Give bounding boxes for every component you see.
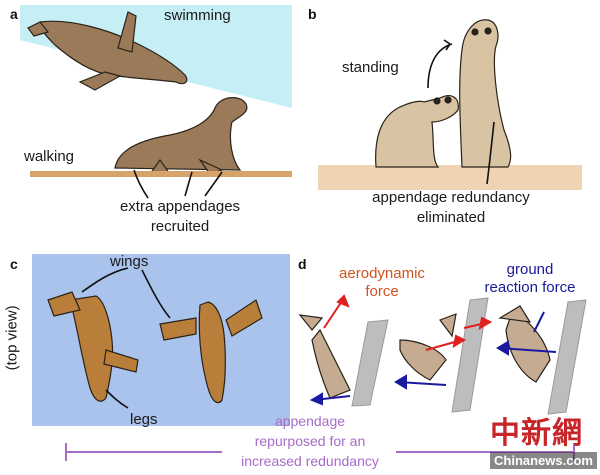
watermark-en-logo: Chinanews.com [490, 452, 597, 469]
meerkat-sitting-icon [375, 95, 459, 168]
bird-flight-3-icon [498, 305, 551, 383]
label-increased-redundancy: increased redundancy [241, 453, 379, 469]
label-extra-appendages: extra appendages [119, 198, 241, 215]
label-top-view: (top view) [3, 305, 21, 371]
label-eliminated: eliminated [416, 209, 486, 226]
label-walking: walking [24, 148, 75, 165]
label-aero-force: force [365, 283, 399, 300]
label-recruited: recruited [150, 218, 210, 235]
aero-force-arrows [323, 294, 493, 351]
label-appendage: appendage [274, 413, 346, 429]
bird-top-view-left-icon [47, 291, 139, 402]
arrows-c [81, 267, 171, 409]
panel-b-label: b [308, 6, 317, 22]
panel-c-label: c [10, 256, 18, 272]
sea-lion-walking-icon [114, 97, 248, 175]
bird-flight-1-icon [298, 314, 351, 399]
meerkat-standing-icon [459, 19, 512, 168]
ground-a [30, 171, 292, 177]
panel-a-label: a [10, 6, 18, 22]
bird-top-view-right-icon [159, 299, 263, 404]
arrows-b [427, 39, 495, 185]
label-reaction-force: reaction force [484, 279, 576, 296]
label-repurposed: repurposed for an [254, 433, 366, 449]
ground-reaction-arrows [309, 311, 557, 406]
bird-flight-2-icon [399, 313, 457, 381]
label-ground: ground [506, 261, 554, 278]
label-standing: standing [342, 59, 399, 76]
panel-c-background [32, 254, 290, 426]
sea-lion-swimming-icon [27, 11, 188, 91]
label-appendage-redundancy: appendage redundancy [372, 189, 530, 206]
wall-posts [351, 297, 587, 415]
watermark-cn-logo: 中新網 [490, 416, 583, 451]
arrows-a [133, 169, 223, 199]
label-swimming: swimming [164, 7, 231, 24]
label-wings: wings [110, 253, 149, 270]
label-legs: legs [130, 411, 158, 428]
ground-b [318, 165, 582, 190]
label-aerodynamic: aerodynamic [339, 265, 425, 282]
panel-d-label: d [298, 256, 307, 272]
